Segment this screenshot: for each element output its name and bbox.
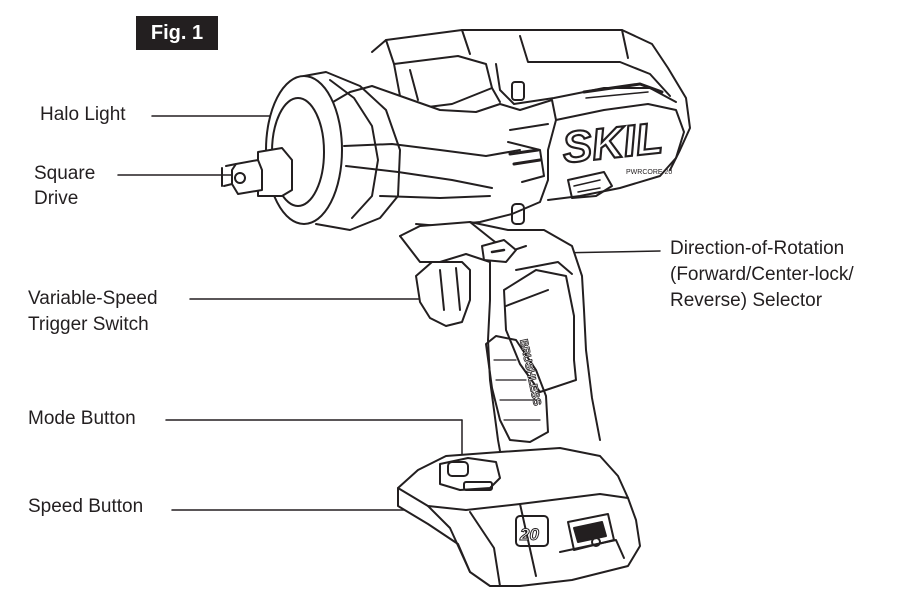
callout-mode-button: Mode Button	[28, 408, 136, 429]
callout-square-drive-line1: Square	[34, 163, 96, 184]
callout-direction-line1: Direction-of-Rotation	[670, 238, 845, 259]
figure-badge: Fig. 1	[136, 16, 218, 50]
model-badge-text: PWRCORE 20	[626, 169, 672, 176]
motor-body	[315, 85, 685, 227]
front-housing	[221, 71, 401, 231]
battery-voltage-label: 20	[519, 525, 539, 544]
top-housing	[371, 29, 691, 171]
callout-speed-button: Speed Button	[28, 496, 144, 517]
callout-halo-light: Halo Light	[40, 104, 126, 125]
battery-pack	[397, 447, 641, 587]
brand-logo: SKIL	[560, 114, 665, 173]
grip-handle	[399, 221, 601, 463]
callout-square-drive-line2: Drive	[34, 188, 79, 209]
callout-trigger-line1: Variable-Speed	[28, 288, 158, 309]
callout-direction-line2: (Forward/Center-lock/	[670, 264, 854, 285]
callout-trigger-line2: Trigger Switch	[28, 314, 149, 335]
callout-direction-line3: Reverse) Selector	[670, 290, 823, 311]
